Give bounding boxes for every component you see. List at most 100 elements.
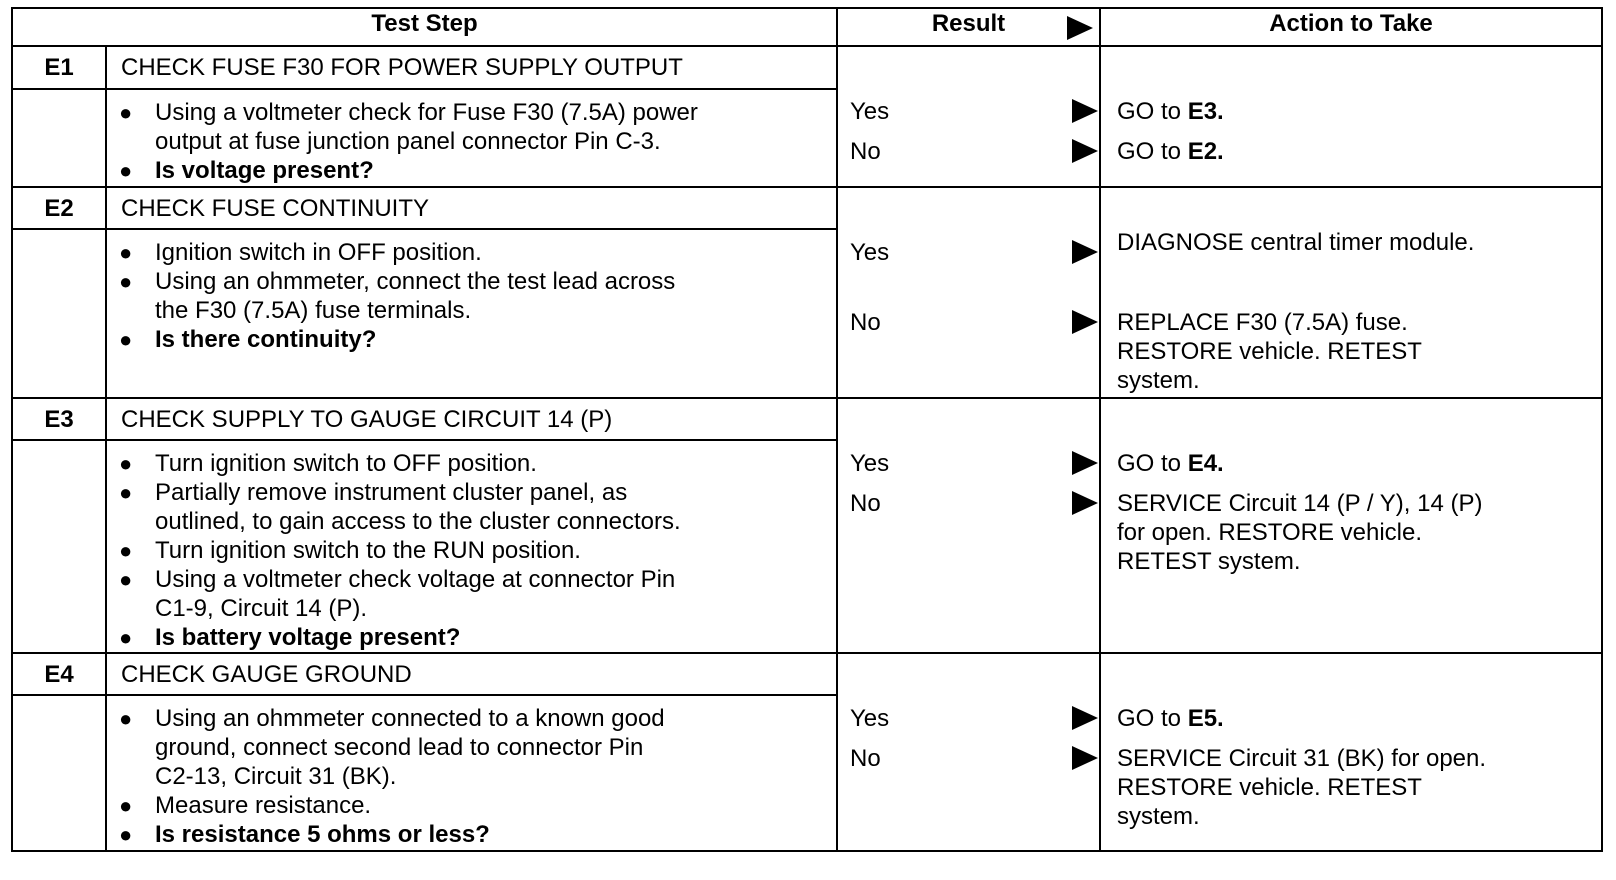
instruction-text: C2-13, Circuit 31 (BK). (155, 763, 397, 791)
instruction-text: Turn ignition switch to the RUN position… (155, 537, 581, 564)
instruction-text: Using an ohmmeter connected to a known g… (155, 705, 665, 733)
bullet-icon: ● (119, 822, 133, 848)
action-no: REPLACE F30 (7.5A) fuse.RESTORE vehicle.… (1117, 308, 1595, 395)
action-line: system. (1117, 367, 1200, 394)
instruction-line: ● Using an ohmmeter, connect the test lea… (107, 267, 836, 296)
arrow-right-icon (1072, 491, 1098, 515)
action-text: GO to (1117, 138, 1188, 165)
action-yes: DIAGNOSE central timer module. (1117, 228, 1595, 257)
section-body-row: ●Turn ignition switch to OFF position.●P… (11, 439, 1602, 654)
bullet-icon: ● (119, 269, 133, 295)
instruction-text: Is resistance 5 ohms or less? (155, 821, 490, 849)
instruction-line: C1-9, Circuit 14 (P). (107, 594, 836, 623)
result-label: Yes (850, 98, 890, 125)
action-line: SERVICE Circuit 31 (BK) for open. (1117, 745, 1487, 772)
bullet-icon: ● (119, 240, 133, 266)
action-line: for open. RESTORE vehicle. (1117, 519, 1423, 546)
result-yes: Yes (850, 449, 1098, 478)
header-action: Action to Take (1099, 7, 1603, 47)
bullet-icon: ● (119, 538, 133, 563)
section-body-row: ● Ignition switch in OFF position. ● Using … (11, 228, 1602, 399)
instruction-line: ● Is voltage present? (107, 156, 836, 185)
instruction-line: ● Ignition switch in OFF position. (107, 238, 836, 267)
result-no: No (850, 489, 1098, 518)
step-code: E2 (11, 185, 107, 231)
instruction-line: ●Turn ignition switch to OFF position. (107, 449, 836, 478)
result-label: Yes (850, 705, 890, 732)
header-result-label: Result (931, 10, 1006, 37)
instruction-line: the F30 (7.5A) fuse terminals. (107, 296, 836, 325)
section-body-row: ● Using an ohmmeter connected to a known … (11, 694, 1602, 852)
result-no: No (850, 308, 1098, 337)
action-step-ref: E4. (1187, 450, 1224, 477)
instruction-text: Using an ohmmeter, connect the test lead… (155, 268, 676, 296)
step-code: E4 (11, 651, 107, 697)
result-no: No (850, 137, 1098, 166)
bullet-icon: ● (119, 793, 133, 819)
instruction-line: ●Using a voltmeter check for Fuse F30 (7… (107, 98, 836, 127)
instruction-text: outlined, to gain access to the cluster … (155, 508, 681, 535)
action-text: GO to (1117, 98, 1188, 125)
instruction-text: output at fuse junction panel connector … (155, 127, 661, 155)
action-line: system. (1117, 803, 1200, 830)
result-label: Yes (850, 450, 890, 477)
action-step-ref: E5. (1187, 705, 1224, 732)
action-line: RESTORE vehicle. RETEST (1117, 338, 1422, 365)
instruction-line: ●Measure resistance. (107, 791, 836, 820)
arrow-right-icon (1072, 310, 1098, 334)
instruction-text: C1-9, Circuit 14 (P). (155, 595, 368, 622)
step-instructions: ● Using an ohmmeter connected to a known … (105, 694, 838, 852)
bullet-icon: ● (119, 480, 133, 505)
step-title: CHECK FUSE CONTINUITY (105, 185, 838, 231)
step-instructions: ● Ignition switch in OFF position. ● Using … (105, 228, 838, 399)
instruction-line: outlined, to gain access to the cluster … (107, 507, 836, 536)
code-spacer (11, 694, 107, 852)
instruction-text: Partially remove instrument cluster pane… (155, 479, 628, 506)
instruction-line: ●Using a voltmeter check voltage at conn… (107, 565, 836, 594)
arrow-right-icon (1072, 99, 1098, 123)
step-code: E3 (11, 397, 107, 441)
action-line: DIAGNOSE central timer module. (1117, 229, 1475, 256)
action-yes: GO to E3. (1117, 97, 1595, 126)
result-yes: Yes (850, 97, 1098, 126)
code-spacer (11, 228, 107, 399)
result-label: No (850, 138, 881, 165)
header-result: Result (836, 7, 1101, 47)
instruction-text: Is voltage present? (155, 156, 374, 184)
arrow-right-icon (1072, 746, 1098, 770)
step-instructions: ●Turn ignition switch to OFF position.●P… (105, 439, 838, 654)
instruction-text: Ignition switch in OFF position. (155, 239, 482, 267)
action-cell: GO to E3.GO to E2. (1099, 45, 1603, 188)
instruction-line: ●Is battery voltage present? (107, 623, 836, 652)
action-cell: DIAGNOSE central timer module. REPLACE F3… (1099, 186, 1603, 399)
bullet-icon: ● (119, 157, 133, 183)
header-test-step: Test Step (11, 7, 838, 47)
bullet-icon: ● (119, 625, 133, 650)
instruction-line: ●Using an ohmmeter connected to a known … (107, 704, 836, 733)
result-no: No (850, 744, 1098, 773)
bullet-icon: ● (119, 451, 133, 476)
instruction-line: ground, connect second lead to connector… (107, 733, 836, 762)
action-line: RETEST system. (1117, 548, 1301, 575)
instruction-text: the F30 (7.5A) fuse terminals. (155, 297, 472, 325)
action-step-ref: E2. (1187, 138, 1224, 165)
instruction-text: Using a voltmeter check for Fuse F30 (7.… (155, 98, 698, 126)
code-spacer (11, 87, 107, 189)
arrow-right-icon (1072, 451, 1098, 475)
instruction-line: output at fuse junction panel connector … (107, 127, 836, 156)
step-instructions: ● Using a voltmeter check for Fuse F30 (7… (105, 87, 838, 189)
action-yes: GO to E4. (1117, 449, 1595, 478)
arrow-right-icon (1072, 139, 1098, 163)
instruction-line: ● Turn ignition switch to the RUN positio… (107, 536, 836, 565)
result-label: No (850, 309, 881, 336)
